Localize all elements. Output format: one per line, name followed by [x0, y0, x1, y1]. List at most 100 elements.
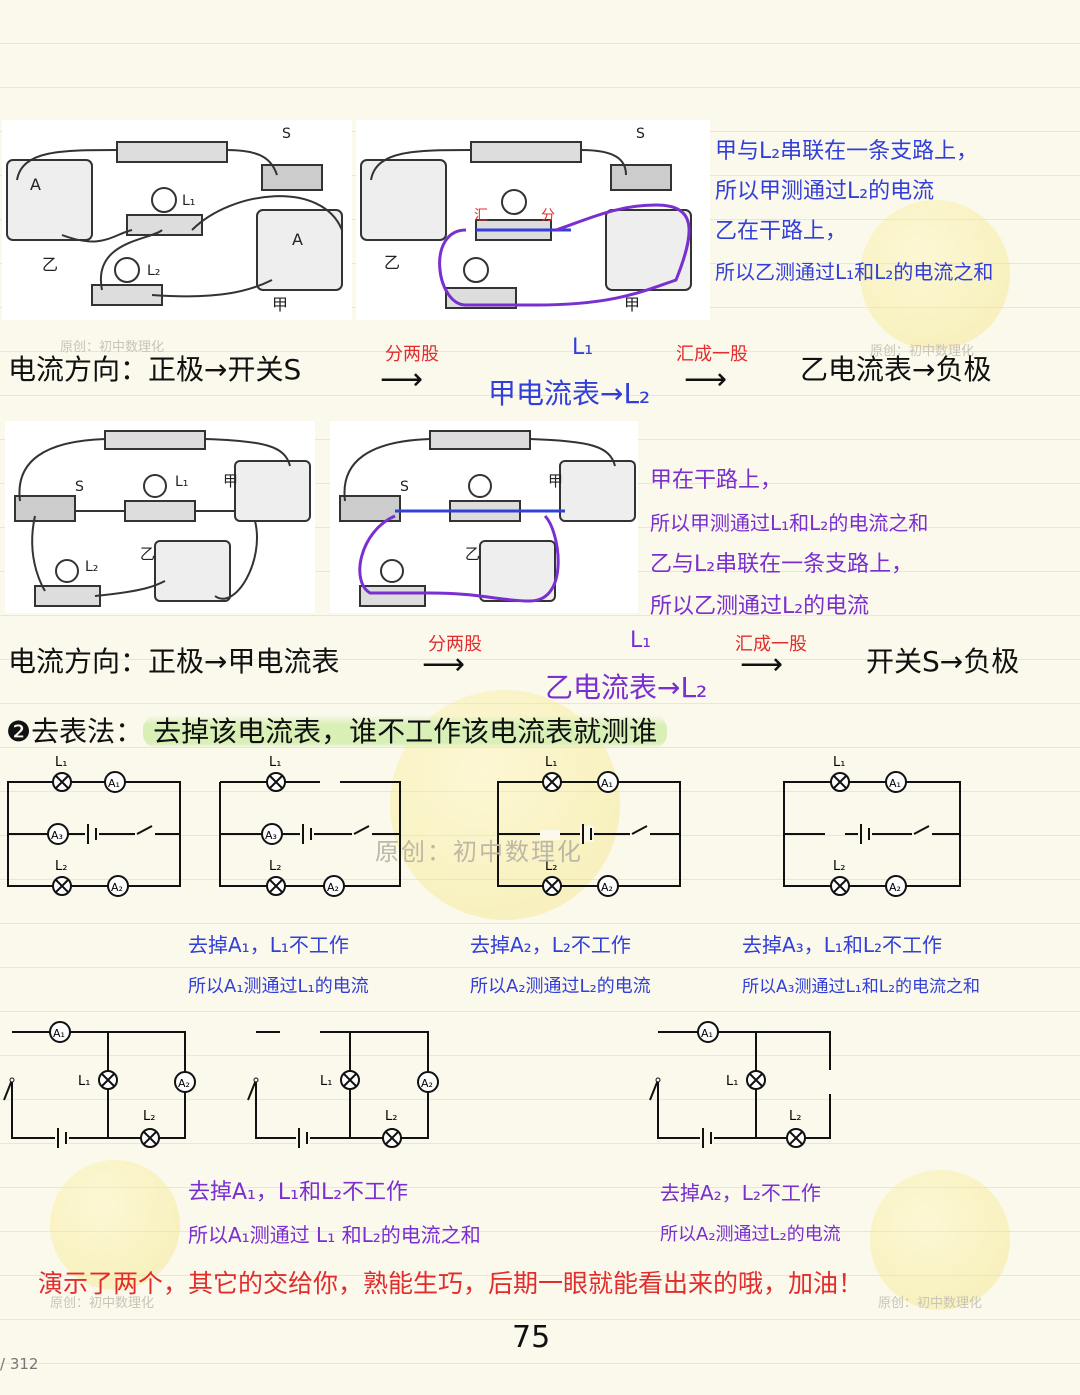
merge-mark: 汇: [474, 208, 488, 224]
flow-suffix-1: 乙电流表→负极: [800, 353, 992, 386]
note-line: 所以乙测通过L₁和L₂的电流之和: [715, 260, 994, 284]
label-l1: L₁: [545, 755, 557, 770]
label-l2: L₂: [143, 1109, 155, 1124]
split-label-2: 分两股: [428, 634, 482, 655]
smiley-sticker: [870, 1170, 1010, 1310]
note-line: 甲与L₂串联在一条支路上，: [715, 139, 979, 164]
caption-line: 所以A₂测通过L₂的电流: [470, 976, 651, 997]
label-l2: L₂: [385, 1109, 397, 1124]
svg-text:A: A: [30, 175, 41, 194]
switch-label-s: S: [75, 479, 84, 495]
label-a2: A₂: [178, 1077, 190, 1090]
label-l1: L₁: [55, 755, 67, 770]
circuit-diagrams-row2: A₁ A₂ L₁ L₂ A₂ L₁ L₂ A₁ L₁ L₂: [3, 1021, 838, 1148]
method2-highlight: 去掉该电流表，谁不工作该电流表就测谁: [143, 715, 668, 748]
caption-line: 去掉A₁，L₁不工作: [188, 933, 349, 957]
merge-label-2: 汇成一股: [735, 634, 807, 655]
section2-notes: 甲在干路上， 所以甲测通过L₁和L₂的电流之和 乙与L₂串联在一条支路上， 所以…: [650, 460, 928, 628]
note-line: 所以乙测通过L₂的电流: [650, 594, 870, 619]
lamp-label-l1: L₁: [182, 193, 195, 209]
note-line: 甲在干路上，: [650, 468, 783, 493]
note-line: 所以甲测通过L₂的电流: [715, 179, 935, 204]
merge-label-1: 汇成一股: [676, 344, 748, 365]
label-a2: A₂: [327, 881, 339, 894]
meter-label-yi: 乙: [42, 255, 58, 274]
branch-bottom-2: 乙电流表→L₂: [545, 671, 708, 704]
label-a1: A₁: [53, 1027, 65, 1040]
flow-suffix-2: 开关S→负极: [866, 645, 1020, 678]
arrow-right: ⟶: [740, 647, 784, 682]
caption-a2: 去掉A₂，L₂不工作 所以A₂测通过L₂的电流: [470, 924, 651, 1008]
flow-prefix-2: 电流方向：正极→甲电流表: [8, 645, 340, 678]
label-l2: L₂: [269, 859, 281, 874]
section1-notes: 甲与L₂串联在一条支路上， 所以甲测通过L₂的电流 乙在干路上， 所以乙测通过L…: [715, 132, 993, 292]
label-l1: L₁: [320, 1074, 332, 1089]
circuit-photo-2b: S 甲 乙: [330, 421, 638, 613]
label-a1: A₁: [601, 777, 613, 790]
watermark: 原创：初中数理化: [878, 1296, 983, 1311]
caption-line: 所以A₃测通过L₁和L₂的电流之和: [742, 977, 981, 997]
flow-prefix-1: 电流方向：正极→开关S: [8, 353, 302, 386]
branch-bottom-1: 甲电流表→L₂: [488, 377, 651, 410]
label-a1: A₁: [701, 1027, 713, 1040]
meter-label-jia: 甲: [624, 295, 640, 314]
arrow-right: ⟶: [684, 362, 728, 397]
method2-heading: ❷去表法：去掉该电流表，谁不工作该电流表就测谁: [6, 710, 668, 750]
meter-label-jia: 甲: [272, 295, 288, 314]
caption-a3: 去掉A₃，L₁和L₂不工作 所以A₃测通过L₁和L₂的电流之和: [742, 924, 980, 1008]
label-l2: L₂: [545, 859, 557, 874]
page-number: 75: [512, 1320, 551, 1355]
circuit-photo-1b: 汇 分 乙 甲 S: [356, 120, 710, 320]
label-a3: A₃: [51, 829, 63, 842]
meter-label-yi: 乙: [384, 253, 400, 272]
svg-text:A: A: [292, 230, 303, 249]
switch-label-s: S: [282, 126, 291, 142]
label-a2: A₂: [111, 881, 123, 894]
label-l2: L₂: [55, 859, 67, 874]
caption-row2-a2: 去掉A₂，L₂不工作 所以A₂测通过L₂的电流: [660, 1172, 841, 1256]
caption-line: 去掉A₁，L₁和L₂不工作: [188, 1180, 409, 1205]
label-a2: A₂: [889, 881, 901, 894]
note-line: 乙与L₂串联在一条支路上，: [650, 552, 914, 577]
label-a2: A₂: [421, 1077, 433, 1090]
lamp-label-l1: L₁: [175, 474, 188, 490]
caption-line: 去掉A₃，L₁和L₂不工作: [742, 933, 943, 957]
label-l1: L₁: [78, 1074, 90, 1089]
branch-top-1: L₁: [572, 335, 594, 360]
caption-line: 所以A₁测通过L₁的电流: [188, 976, 369, 997]
note-line: 乙在干路上，: [715, 219, 848, 244]
page-counter: / 312: [0, 1355, 39, 1373]
label-l2: L₂: [833, 859, 845, 874]
meter-label-yi: 乙: [140, 545, 155, 563]
caption-row2-a1: 去掉A₁，L₁和L₂不工作 所以A₁测通过 L₁ 和L₂的电流之和: [188, 1172, 481, 1256]
watermark: 原创：初中数理化: [60, 340, 165, 355]
label-l2: L₂: [789, 1109, 801, 1124]
label-l1: L₁: [269, 755, 281, 770]
meter-label-yi: 乙: [465, 545, 480, 563]
caption-line: 去掉A₂，L₂不工作: [660, 1181, 821, 1205]
method2-title: ❷去表法：: [6, 715, 144, 748]
split-label-1: 分两股: [385, 344, 439, 365]
label-a2: A₂: [601, 881, 613, 894]
lamp-label-l2: L₂: [147, 263, 160, 279]
switch-label-s: S: [400, 479, 409, 495]
circuit-diagrams-row1: A₁ A₃ A₂ L₁ L₂ A₃ A₂ L₁ L₂ A₁ A₂ L₁ L₂ A…: [7, 755, 961, 897]
caption-line: 所以A₁测通过 L₁ 和L₂的电流之和: [188, 1223, 481, 1247]
closing-text: 演示了两个，其它的交给你，熟能生巧，后期一眼就能看出来的哦，加油！: [38, 1269, 864, 1298]
meter-label-jia: 甲: [548, 472, 563, 490]
circuit-photo-2a: S L₁ L₂ 甲 乙: [5, 421, 315, 613]
watermark: 原创：初中数理化: [375, 838, 583, 866]
label-a1: A₁: [889, 777, 901, 790]
watermark: 原创：初中数理化: [50, 1296, 155, 1311]
label-l1: L₁: [833, 755, 845, 770]
label-a3: A₃: [265, 829, 277, 842]
lamp-label-l2: L₂: [85, 559, 98, 575]
switch-label-s: S: [636, 126, 645, 142]
circuit-photo-1a: 乙 甲 L₁ L₂ S A A: [2, 120, 352, 320]
branch-top-2: L₁: [630, 628, 652, 653]
split-mark: 分: [541, 208, 555, 224]
caption-line: 所以A₂测通过L₂的电流: [660, 1224, 841, 1245]
meter-label-jia: 甲: [223, 472, 238, 490]
caption-line: 去掉A₂，L₂不工作: [470, 933, 631, 957]
label-a1: A₁: [108, 777, 120, 790]
